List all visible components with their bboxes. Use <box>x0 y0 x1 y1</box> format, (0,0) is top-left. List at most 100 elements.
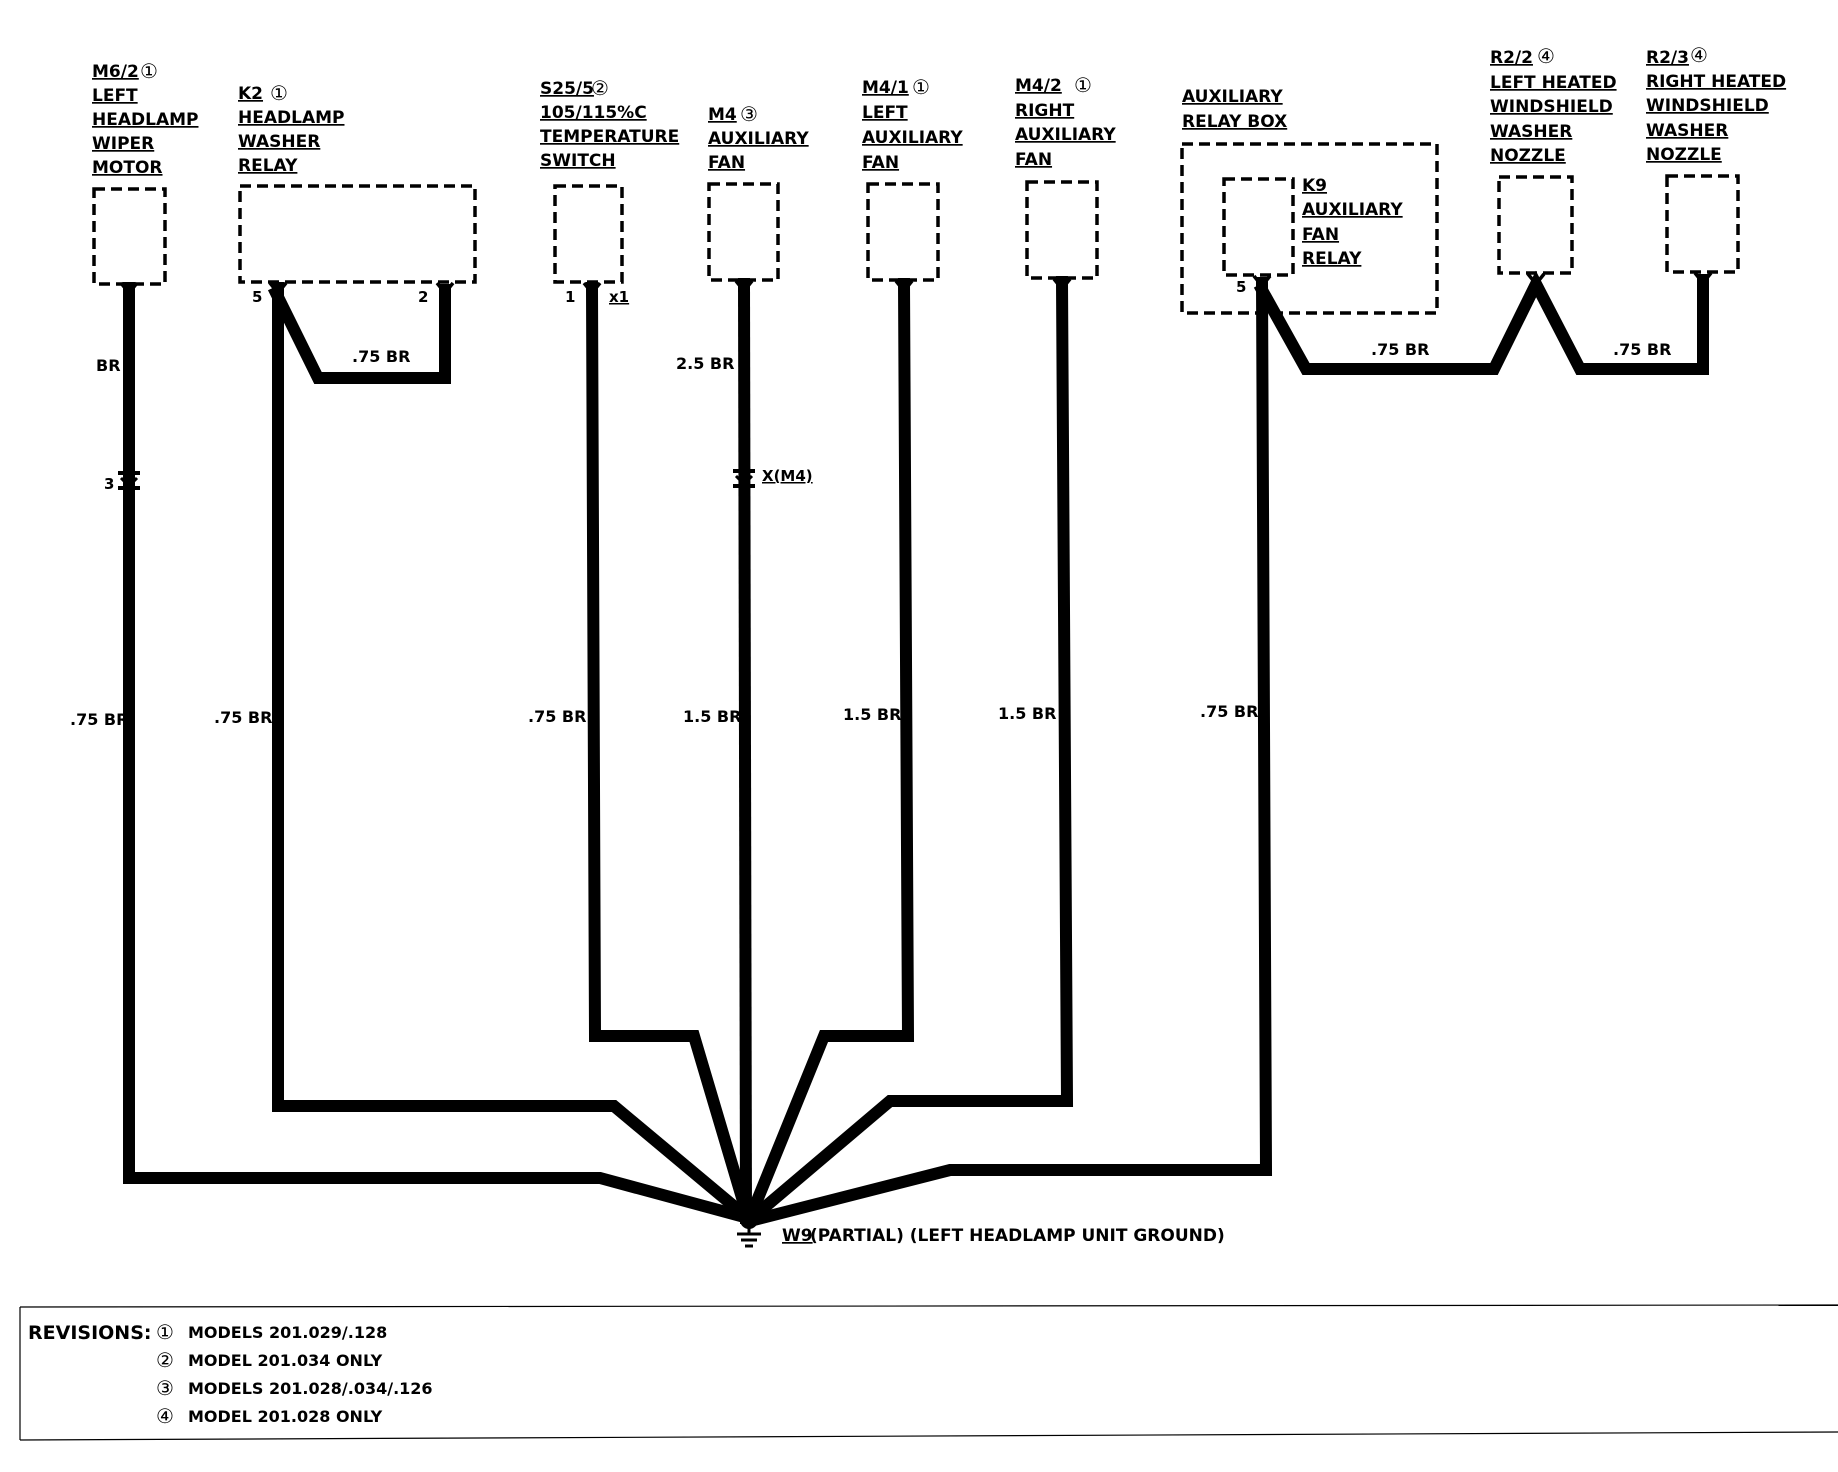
k2-line: HEADLAMP <box>238 108 344 128</box>
terminal-fork <box>894 279 914 294</box>
relay-box-line: RELAY BOX <box>1182 112 1287 132</box>
r2-2-revision-mark: ④ <box>1537 44 1555 68</box>
k9-main-wire-label: .75 BR <box>1200 702 1258 721</box>
m6-2-main-wire-label: .75 BR <box>70 710 128 729</box>
r2-3-line: WINDSHIELD <box>1646 96 1769 116</box>
m4-revision-mark: ③ <box>740 102 758 126</box>
m4-connector-label: X(M4) <box>762 467 813 485</box>
m4-ground-wire <box>737 277 753 1225</box>
terminal-fork <box>268 281 288 296</box>
k9-component-box <box>1222 177 1295 277</box>
m4-2-code: M4/2 <box>1015 76 1062 96</box>
r2-3-label: R2/3 ④ RIGHT HEATED WINDSHIELD WASHER NO… <box>1646 43 1786 165</box>
r2-2-code: R2/2 <box>1490 48 1533 68</box>
r2-2-label: R2/2 ④ LEFT HEATED WINDSHIELD WASHER NOZ… <box>1490 44 1617 166</box>
revisions-top-rule <box>19 1304 1838 1308</box>
revision-text: MODEL 201.034 ONLY <box>188 1351 383 1370</box>
m4-1-label: M4/1 ① LEFT AUXILIARY FAN <box>862 75 963 173</box>
revisions-bottom-rule <box>19 1431 1838 1441</box>
r2-2-line: NOZZLE <box>1490 146 1566 166</box>
k2-code: K2 <box>238 84 263 104</box>
m6-2-inline-connector <box>118 471 140 490</box>
m4-1-line: LEFT <box>862 103 908 123</box>
revisions-block: REVISIONS: ① MODELS 201.029/.128 ② MODEL… <box>19 1304 1838 1441</box>
s25-5-revision-mark: ② <box>591 76 609 100</box>
s25-5-label: S25/5 ② 105/115%C TEMPERATURE SWITCH <box>540 76 679 171</box>
r2-3-component-box <box>1665 174 1740 274</box>
k2-ground-wire <box>272 282 757 1227</box>
terminal-fork <box>1526 272 1546 287</box>
k2-pin-2: 2 <box>418 288 428 306</box>
r2-3-line: WASHER <box>1646 121 1728 141</box>
k9-line: AUXILIARY <box>1302 200 1403 220</box>
k2-label: K2 ① HEADLAMP WASHER RELAY <box>238 81 344 176</box>
m4-1-line: FAN <box>862 153 899 173</box>
r2-left-wire-label: .75 BR <box>1371 340 1429 359</box>
m4-code: M4 <box>708 105 737 125</box>
r2-2-component-box <box>1497 175 1574 275</box>
m6-2-line: LEFT <box>92 86 138 106</box>
s25-5-line: 105/115%C <box>540 103 647 123</box>
m4-1-line: AUXILIARY <box>862 128 963 148</box>
r2-right-wire-label: .75 BR <box>1613 340 1671 359</box>
k9-line: RELAY <box>1302 249 1362 269</box>
relay-box-component-box <box>1180 142 1439 315</box>
m4-line: FAN <box>708 153 745 173</box>
k9-label: K9 AUXILIARY FAN RELAY <box>1302 176 1403 269</box>
connector-fork <box>119 476 139 489</box>
s25-5-main-wire-label: .75 BR <box>528 707 586 726</box>
k2-revision-mark: ① <box>270 81 288 105</box>
m4-2-main-wire-label: 1.5 BR <box>998 704 1056 723</box>
k2-component-box <box>238 184 477 284</box>
m6-2-revision-mark: ① <box>140 59 158 83</box>
k9-line: FAN <box>1302 225 1339 245</box>
m4-2-line: AUXILIARY <box>1015 125 1116 145</box>
terminal-fork <box>1252 274 1272 289</box>
m4-top-wire-label: 2.5 BR <box>676 354 734 373</box>
k2-jumper-wire-label: .75 BR <box>352 347 410 366</box>
m4-2-ground-wire <box>743 275 1074 1227</box>
revision-number: ② <box>156 1348 174 1372</box>
m4-1-revision-mark: ① <box>912 75 930 99</box>
connector-fork <box>734 474 754 487</box>
revision-text: MODEL 201.028 ONLY <box>188 1407 383 1426</box>
ground-point <box>737 1211 761 1248</box>
k2-line: RELAY <box>238 156 298 176</box>
m6-2-label: M6/2 ① LEFT HEADLAMP WIPER MOTOR <box>92 59 198 178</box>
k9-pin-5: 5 <box>1236 278 1246 296</box>
r2-3-line: RIGHT HEATED <box>1646 72 1786 92</box>
ground-description: (PARTIAL) (LEFT HEADLAMP UNIT GROUND) <box>810 1226 1225 1246</box>
terminal-fork <box>435 281 455 296</box>
s25-5-line: TEMPERATURE <box>540 127 679 147</box>
m6-2-component-box <box>92 187 167 286</box>
m4-1-main-wire-label: 1.5 BR <box>843 705 901 724</box>
ground-code: W9 <box>782 1226 813 1246</box>
m6-2-code: M6/2 <box>92 62 139 82</box>
r2-2-line: WINDSHIELD <box>1490 97 1613 117</box>
s25-5-ground-wire <box>585 281 756 1226</box>
revision-number: ③ <box>156 1376 174 1400</box>
revision-number: ④ <box>156 1404 174 1428</box>
k2-main-wire-label: .75 BR <box>214 708 272 727</box>
r2-3-line: NOZZLE <box>1646 145 1722 165</box>
k2-pin-5: 5 <box>252 288 262 306</box>
revision-text: MODELS 201.029/.128 <box>188 1323 387 1342</box>
k2-line: WASHER <box>238 132 320 152</box>
m4-2-component-box <box>1025 180 1099 280</box>
m4-inline-connector <box>733 469 755 488</box>
terminal-fork <box>1052 277 1072 292</box>
m4-2-line: RIGHT <box>1015 101 1075 121</box>
r2-3-revision-mark: ④ <box>1690 43 1708 67</box>
s25-5-pin-x1: x1 <box>609 288 629 306</box>
m4-2-line: FAN <box>1015 150 1052 170</box>
m6-2-ground-wire <box>123 282 756 1226</box>
k9-ground-wire <box>746 276 1273 1228</box>
r2-3-code: R2/3 <box>1646 48 1689 68</box>
m4-label: M4 ③ AUXILIARY FAN <box>708 102 809 173</box>
revision-number: ① <box>156 1320 174 1344</box>
m4-2-revision-mark: ① <box>1074 73 1092 97</box>
s25-5-line: SWITCH <box>540 151 616 171</box>
r2-2-line: LEFT HEATED <box>1490 73 1617 93</box>
m6-2-connector-pin: 3 <box>104 475 114 493</box>
